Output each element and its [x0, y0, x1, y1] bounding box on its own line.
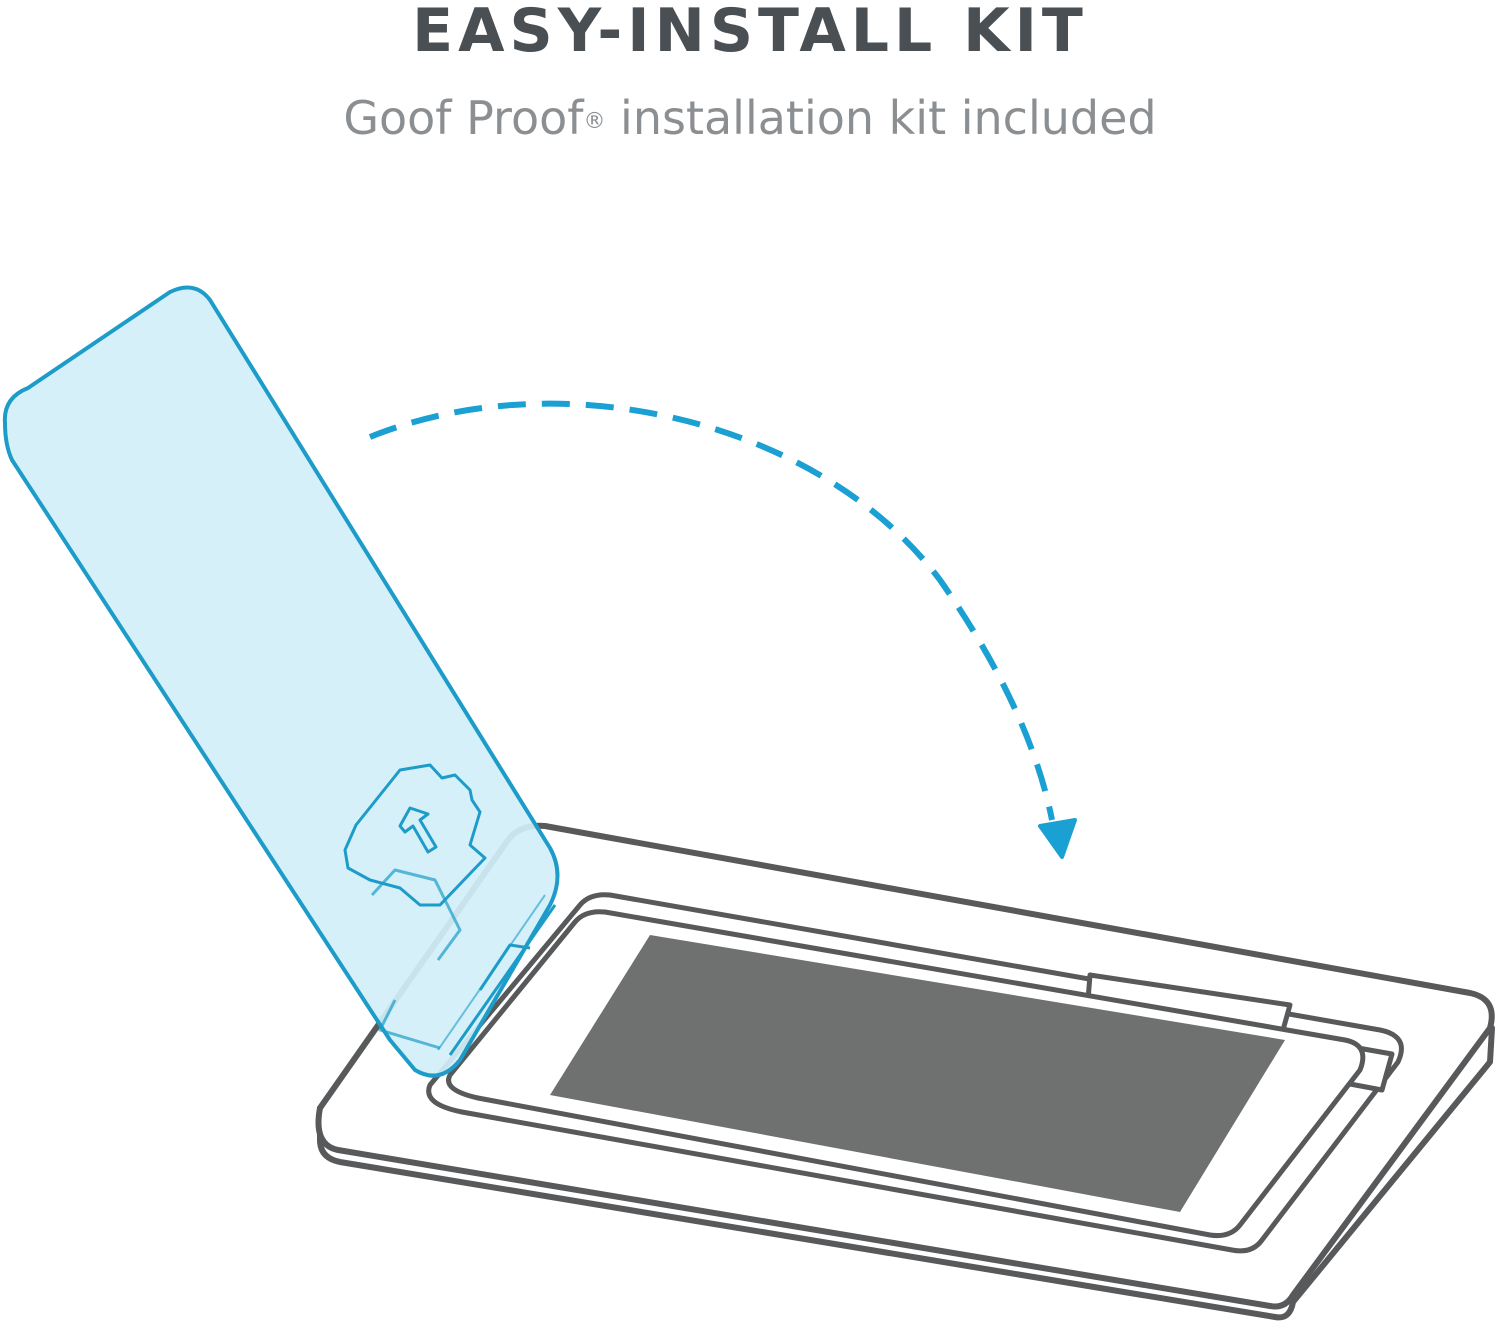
- curved-dashed-arrow: [368, 400, 1077, 859]
- page-title: EASY-INSTALL KIT: [412, 0, 1088, 66]
- lift-arrow-icon: [398, 806, 438, 854]
- phone: [446, 909, 1395, 1238]
- pull-tab: [343, 763, 487, 907]
- brand-name: Goof Proof: [343, 91, 584, 145]
- protector-hinge: [448, 904, 557, 1056]
- arrowhead-icon: [1038, 818, 1077, 859]
- subtitle-text: installation kit included: [605, 91, 1157, 145]
- registered-mark: ®: [583, 109, 606, 134]
- phone-screen: [550, 935, 1285, 1212]
- tray-recess: [426, 892, 1404, 1254]
- screen-protector: [2, 285, 560, 1078]
- page-subtitle: Goof Proof® installation kit included: [0, 90, 1500, 146]
- protector-sheet: [2, 285, 560, 1078]
